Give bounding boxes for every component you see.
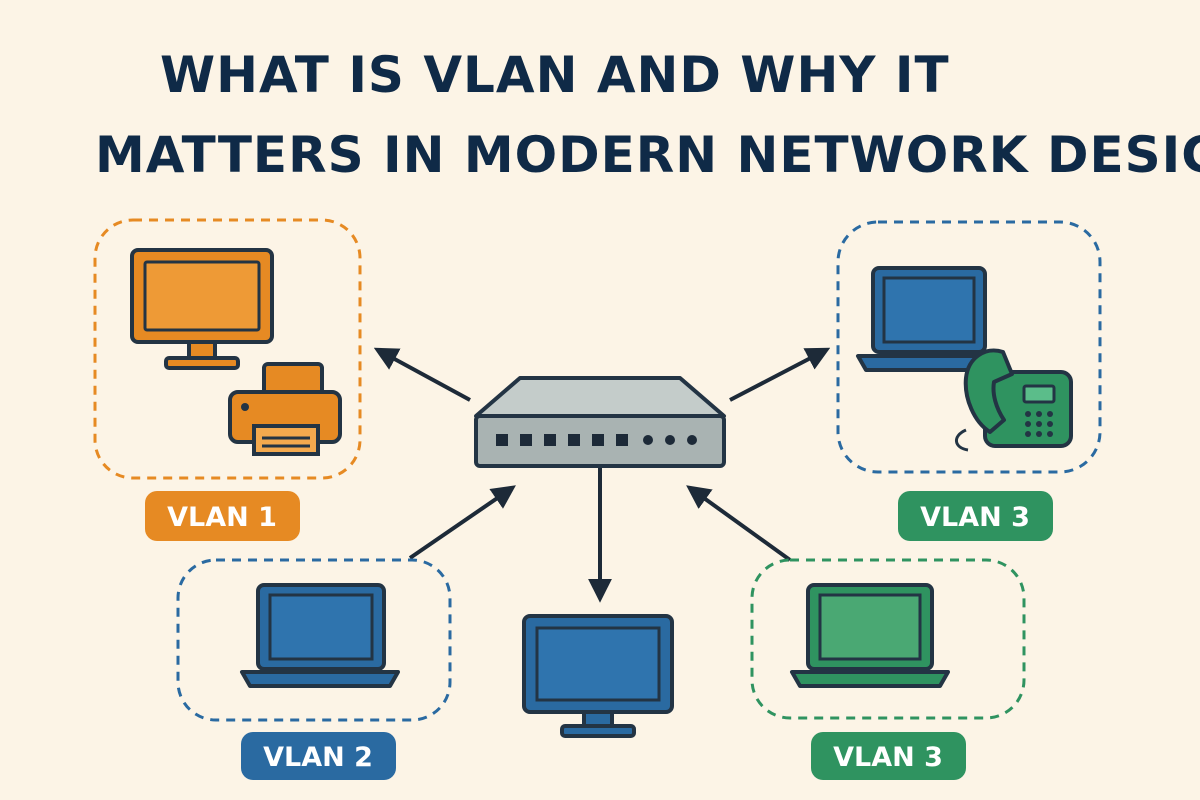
vlan1-group: VLAN 1	[93, 218, 362, 541]
vlan3-top-badge: VLAN 3	[898, 491, 1053, 541]
arrow-from-vlan2	[408, 485, 516, 560]
monitor-icon	[522, 614, 674, 738]
desk-phone-icon	[955, 348, 1073, 452]
arrow-to-vlan1	[373, 347, 471, 402]
monitor-icon	[130, 248, 274, 370]
vlan3-top-badge-label: VLAN 3	[920, 502, 1030, 533]
connection-arrows	[373, 347, 831, 603]
printer-icon	[228, 362, 342, 456]
page-title-line-1: WHAT IS VLAN AND WHY IT	[160, 46, 950, 104]
vlan3-top-group: VLAN 3	[836, 220, 1102, 541]
vlan2-badge-label: VLAN 2	[263, 742, 373, 773]
vlan2-boundary	[176, 558, 452, 722]
vlan3-bottom-group: VLAN 3	[750, 558, 1026, 780]
vlan1-boundary	[93, 218, 362, 480]
vlan3-bottom-boundary	[750, 558, 1026, 720]
arrow-from-vlan3-bottom	[686, 485, 792, 562]
vlan1-badge-label: VLAN 1	[167, 502, 277, 533]
network-switch-icon	[474, 376, 726, 468]
page-title-line-2: MATTERS IN MODERN NETWORK DESIG	[95, 126, 1200, 184]
vlan2-badge: VLAN 2	[241, 732, 396, 780]
laptop-icon	[240, 583, 400, 688]
vlan1-badge: VLAN 1	[145, 491, 300, 541]
vlan3-top-boundary	[836, 220, 1102, 474]
laptop-icon	[856, 266, 1002, 372]
vlan3-bottom-badge-label: VLAN 3	[833, 742, 943, 773]
laptop-icon	[790, 583, 950, 688]
vlan3-bottom-badge: VLAN 3	[811, 732, 966, 780]
vlan2-group: VLAN 2	[176, 558, 452, 780]
arrow-to-vlan3-top	[729, 347, 831, 402]
